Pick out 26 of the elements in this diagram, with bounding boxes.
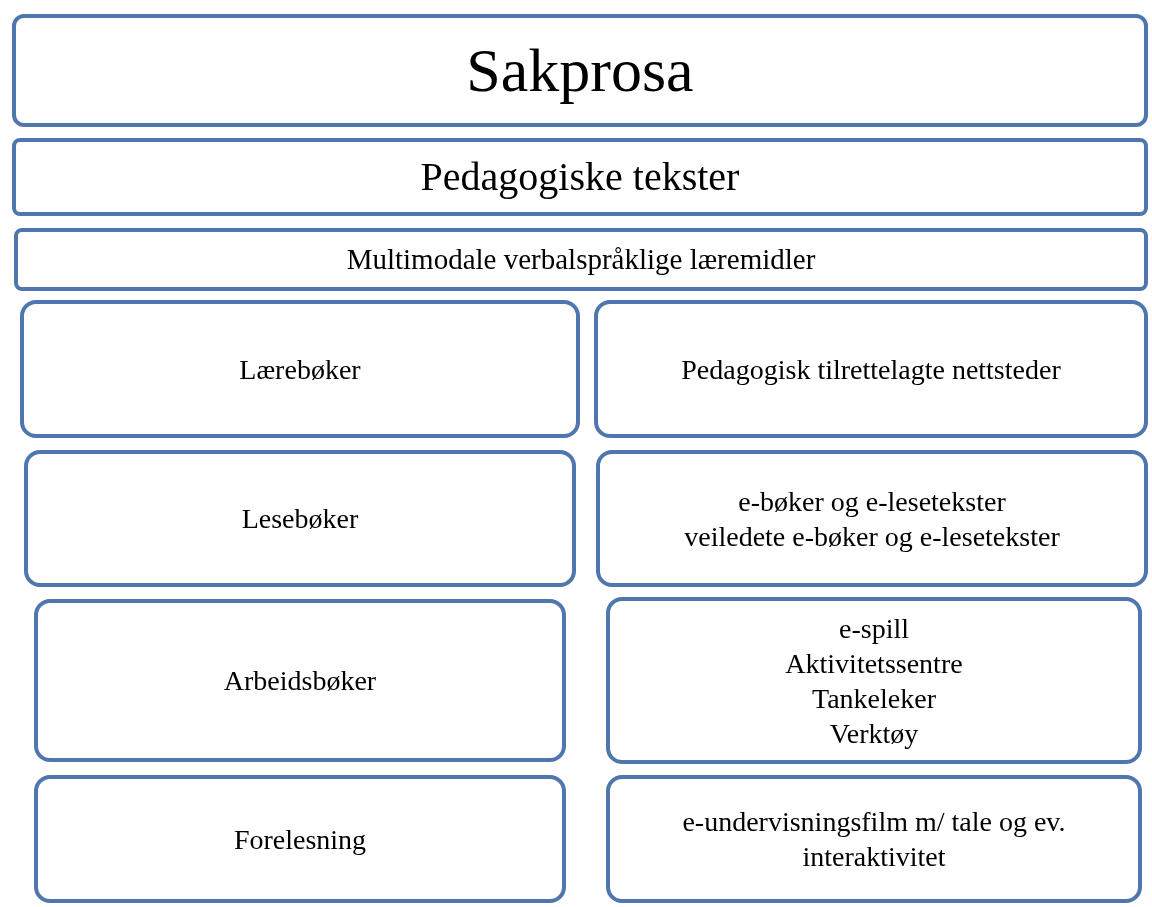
box-text: e-undervisningsfilm m/ tale og ev. interaktivitet	[681, 805, 1067, 874]
text-box	[20, 300, 580, 438]
text-box	[24, 450, 576, 587]
box-text: Verktøy	[829, 716, 919, 751]
text-box	[606, 597, 1142, 764]
text-box	[594, 300, 1148, 438]
text-box	[12, 138, 1148, 216]
box-text: Aktivitetssentre	[785, 646, 963, 681]
text-box	[596, 450, 1148, 587]
box-text: Lesebøker	[241, 502, 359, 536]
box-text: veiledete e-bøker og e-lesetekster	[684, 519, 1060, 554]
text-box	[606, 775, 1142, 903]
box-text: Arbeidsbøker	[223, 664, 377, 698]
text-box	[14, 228, 1148, 291]
box-text: Pedagogisk tilrettelagte nettsteder	[681, 352, 1061, 387]
text-box	[12, 14, 1148, 127]
box-text: Pedagogiske tekster	[420, 153, 740, 201]
box-text: Forelesning	[233, 822, 367, 857]
box-text: Lærebøker	[239, 352, 361, 387]
box-text: Multimodale verbalspråklige læremidler	[346, 242, 816, 278]
box-text: Tankeleker	[812, 681, 936, 716]
box-text: e-bøker og e-lesetekster	[738, 484, 1006, 519]
text-box	[34, 775, 566, 903]
text-box	[34, 599, 566, 762]
box-text: e-spill	[839, 611, 909, 646]
box-text: Sakprosa	[466, 34, 694, 106]
